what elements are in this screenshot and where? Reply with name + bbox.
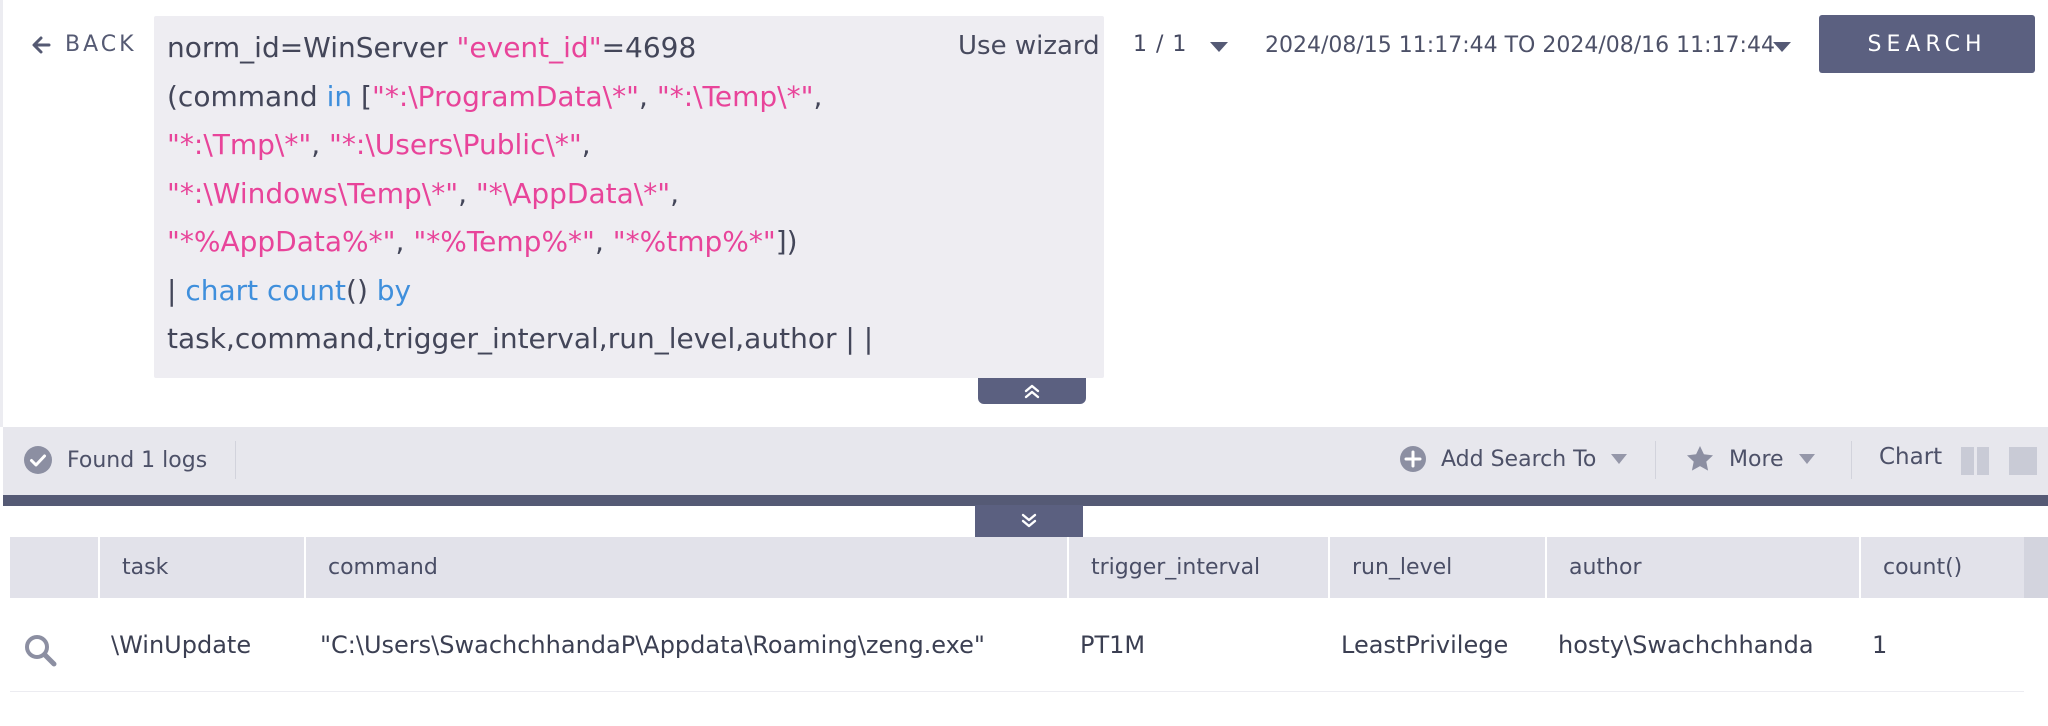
query-line: "*:\Windows\Temp\*", "*\AppData\*", [167, 170, 1092, 219]
cell-command: "C:\Users\SwachchhandaP\Appdata\Roaming\… [320, 631, 985, 659]
cell-run-level: LeastPrivilege [1341, 631, 1509, 659]
query-token: norm_id=WinServer [167, 31, 457, 64]
query-token: , [458, 176, 476, 210]
star-icon [1687, 446, 1713, 471]
query-string-token: "*:\Temp\*" [656, 79, 814, 113]
date-range-dropdown-icon[interactable] [1771, 40, 1793, 54]
column-header-run-level[interactable]: run_level [1328, 537, 1545, 598]
caret-down-icon [1611, 454, 1628, 464]
query-keyword-token: by [376, 273, 412, 307]
column-header-count[interactable]: count() [1859, 537, 2014, 598]
query-line: (command in ["*:\ProgramData\*", "*:\Tem… [167, 73, 1092, 122]
query-line: task,command,trigger_interval,run_level,… [167, 315, 1092, 364]
add-search-to-button[interactable]: Add Search To [1399, 445, 1628, 473]
more-label: More [1729, 446, 1784, 472]
arrow-left-icon [32, 36, 51, 53]
search-icon[interactable] [23, 633, 57, 667]
cell-trigger-interval: PT1M [1080, 631, 1146, 659]
query-token: , [594, 225, 613, 258]
cell-author: hosty\Swachchhanda [1558, 631, 1814, 659]
query-token: , [670, 176, 680, 210]
query-token: () [346, 273, 377, 307]
caret-down-icon [1798, 454, 1815, 464]
search-button[interactable]: SEARCH [1819, 15, 2035, 73]
query-string-token: "*:\ProgramData\*" [371, 79, 639, 113]
query-string-token: "*%Temp%*" [413, 225, 595, 258]
query-bar: BACK norm_id=WinServer "event_id"=4698(c… [0, 0, 2035, 427]
split-view-icon[interactable] [1961, 447, 1989, 475]
plus-circle-icon [1400, 446, 1426, 472]
query-string-token: "*:\Tmp\*" [167, 128, 312, 161]
query-line: "*:\Tmp\*", "*:\Users\Public\*", [167, 121, 1092, 170]
query-token: , [311, 128, 330, 161]
full-view-icon[interactable] [2009, 447, 2037, 475]
query-token: [ [352, 79, 372, 113]
toolbar-divider [1655, 441, 1656, 479]
table-header: task command trigger_interval run_level … [10, 537, 2024, 598]
query-token: , [813, 79, 823, 113]
panel-divider[interactable] [3, 495, 2048, 506]
header-action-column [10, 537, 98, 598]
query-token: , [395, 225, 414, 258]
toolbar-divider [1851, 441, 1852, 479]
query-token: =4698 [601, 31, 697, 64]
query-line: norm_id=WinServer "event_id"=4698 [167, 24, 1092, 73]
column-header-author[interactable]: author [1545, 537, 1859, 598]
cell-task: \WinUpdate [111, 631, 252, 659]
query-keyword-token: in [326, 79, 353, 113]
double-chevron-down-icon [1021, 513, 1037, 528]
date-range[interactable]: 2024/08/15 11:17:44 TO 2024/08/16 11:17:… [1265, 33, 1775, 58]
page-indicator: 1 / 1 [1133, 32, 1188, 57]
toolbar-divider [235, 441, 236, 479]
back-label: BACK [65, 32, 137, 57]
column-header-command[interactable]: command [304, 537, 1067, 598]
column-header-trigger-interval[interactable]: trigger_interval [1067, 537, 1328, 598]
query-token: ]) [775, 225, 798, 258]
query-token: | [167, 273, 186, 307]
add-search-label: Add Search To [1441, 446, 1597, 472]
table-row[interactable]: \WinUpdate "C:\Users\SwachchhandaP\Appda… [10, 598, 2024, 692]
query-text[interactable]: norm_id=WinServer "event_id"=4698(comman… [167, 24, 1092, 364]
results-toolbar: Found 1 logs Add Search To More Chart [3, 427, 2048, 495]
query-token: task,command,trigger_interval,run_level,… [167, 322, 874, 355]
results-table: task command trigger_interval run_level … [10, 537, 2024, 692]
expand-results-button[interactable] [975, 505, 1083, 537]
query-string-token: "*\AppData\*" [475, 176, 671, 210]
query-keyword-token: chart count [185, 273, 347, 307]
collapse-query-button[interactable] [978, 378, 1086, 404]
use-wizard-link[interactable]: Use wizard [958, 31, 1100, 61]
pager-dropdown-icon[interactable] [1208, 40, 1230, 54]
back-button[interactable]: BACK [31, 32, 137, 57]
more-button[interactable]: More [1685, 444, 1816, 474]
chart-label: Chart [1879, 444, 1943, 470]
query-string-token: "*:\Windows\Temp\*" [167, 176, 459, 210]
double-chevron-up-icon [1024, 384, 1040, 399]
query-string-token: "*:\Users\Public\*" [329, 128, 582, 161]
query-line: | chart count() by [167, 267, 1092, 316]
query-editor[interactable]: norm_id=WinServer "event_id"=4698(comman… [154, 16, 1104, 378]
query-token: (command [167, 79, 327, 113]
query-string-token: "*%tmp%*" [612, 225, 776, 258]
found-count: Found 1 logs [23, 445, 207, 475]
check-circle-icon [24, 446, 52, 474]
column-header-task[interactable]: task [98, 537, 304, 598]
found-label: Found 1 logs [67, 447, 208, 473]
query-string-token: "event_id" [456, 31, 602, 64]
query-token: , [581, 128, 591, 161]
query-string-token: "*%AppData%*" [167, 225, 396, 258]
query-line: "*%AppData%*", "*%Temp%*", "*%tmp%*"]) [167, 218, 1092, 267]
query-token: , [639, 79, 657, 113]
cell-count: 1 [1872, 631, 1888, 659]
